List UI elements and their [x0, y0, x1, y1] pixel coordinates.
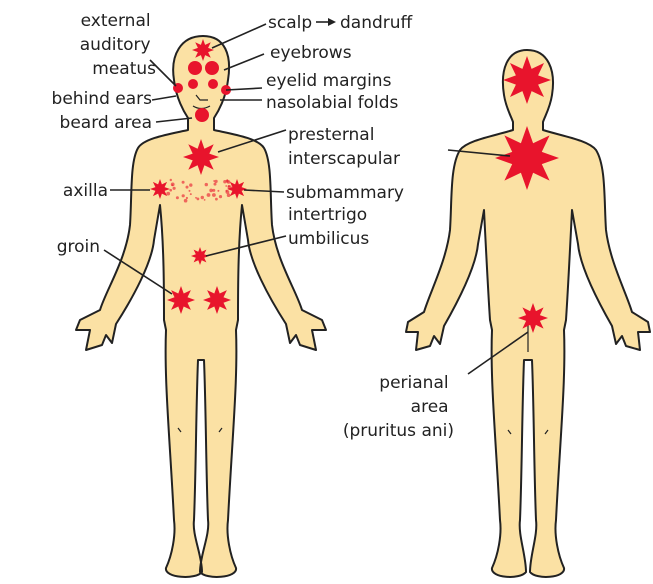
chest-rash-speckle [184, 199, 188, 203]
label-presternal: presternal [288, 125, 374, 145]
chest-rash-speckle [225, 185, 227, 187]
label-intertrigo: intertrigo [288, 205, 367, 225]
lesion-eyelid-left [188, 79, 198, 89]
lesion-groin-right [203, 286, 231, 314]
chest-rash-speckle [204, 199, 206, 201]
leader-scalp [212, 24, 266, 48]
chest-rash-speckle [227, 180, 231, 184]
chest-rash-speckle [215, 180, 218, 183]
label-umbilicus: umbilicus [288, 229, 369, 249]
leader-beard-area [156, 118, 192, 122]
label-perianal: perianal area (pruritus ani) [343, 373, 454, 441]
chest-rash-speckle [219, 195, 222, 198]
label-scalp: scalp [268, 13, 312, 33]
leader-behind-ears [152, 96, 176, 100]
chest-rash-speckle [190, 193, 192, 195]
chest-rash-speckle [186, 186, 189, 189]
chest-rash-speckle [212, 193, 216, 197]
chest-rash-speckle [223, 180, 226, 183]
chest-rash-speckle [189, 183, 192, 186]
chest-rash-speckle [197, 198, 200, 201]
chest-rash-speckle [182, 194, 185, 197]
chest-rash-speckle [215, 198, 218, 201]
label-eyelid-margins: eyelid margins [266, 71, 392, 91]
lesion-presternal [183, 139, 219, 175]
chest-rash-speckle [173, 187, 176, 190]
chest-rash-speckle [214, 183, 217, 186]
chest-rash-speckle [182, 181, 185, 184]
label-groin: groin [57, 237, 100, 257]
chest-rash-speckle [207, 193, 211, 197]
chest-rash-speckle [170, 179, 172, 181]
lesion-axilla-left [150, 179, 170, 199]
lesion-eyebrow-right [205, 61, 219, 75]
label-behind-ears: behind ears [52, 89, 153, 109]
lesion-eyelid-right [208, 79, 218, 89]
chest-rash-speckle [226, 190, 230, 194]
label-nasolabial-folds: nasolabial folds [266, 93, 399, 113]
label-eyebrows: eyebrows [270, 43, 352, 63]
leader-eyebrows [224, 54, 264, 70]
lesion-beard [195, 108, 209, 122]
chest-rash-speckle [176, 196, 179, 199]
chest-rash-speckle [189, 190, 191, 192]
chest-rash-speckle [209, 189, 213, 193]
lesion-perianal [518, 303, 548, 333]
chest-rash-speckle [169, 189, 172, 192]
chest-rash-speckle [205, 183, 208, 186]
lesion-eyebrow-left [188, 61, 202, 75]
chest-rash-speckle [171, 183, 175, 187]
chest-rash-speckle [186, 197, 188, 199]
lesion-scalp-front [192, 39, 214, 61]
label-beard-area: beard area [60, 113, 152, 133]
lesion-interscapular [495, 126, 559, 190]
leader-eyelid-margins [226, 88, 262, 90]
chest-rash-speckle [227, 193, 231, 197]
label-external-auditory-meatus: external auditory meatus [80, 11, 156, 79]
chest-rash-speckle [201, 196, 204, 199]
chest-rash-speckle [217, 190, 219, 192]
lesion-groin-left [167, 286, 195, 314]
dandruff-arrow-head [328, 18, 336, 26]
chest-rash-speckle [166, 192, 170, 196]
label-dandruff: dandruff [340, 13, 414, 33]
label-submammary: submammary [286, 183, 404, 203]
label-axilla: axilla [63, 181, 108, 201]
lesion-scalp-back [503, 56, 551, 104]
label-interscapular: interscapular [288, 149, 400, 169]
chest-rash-speckle [228, 185, 232, 189]
